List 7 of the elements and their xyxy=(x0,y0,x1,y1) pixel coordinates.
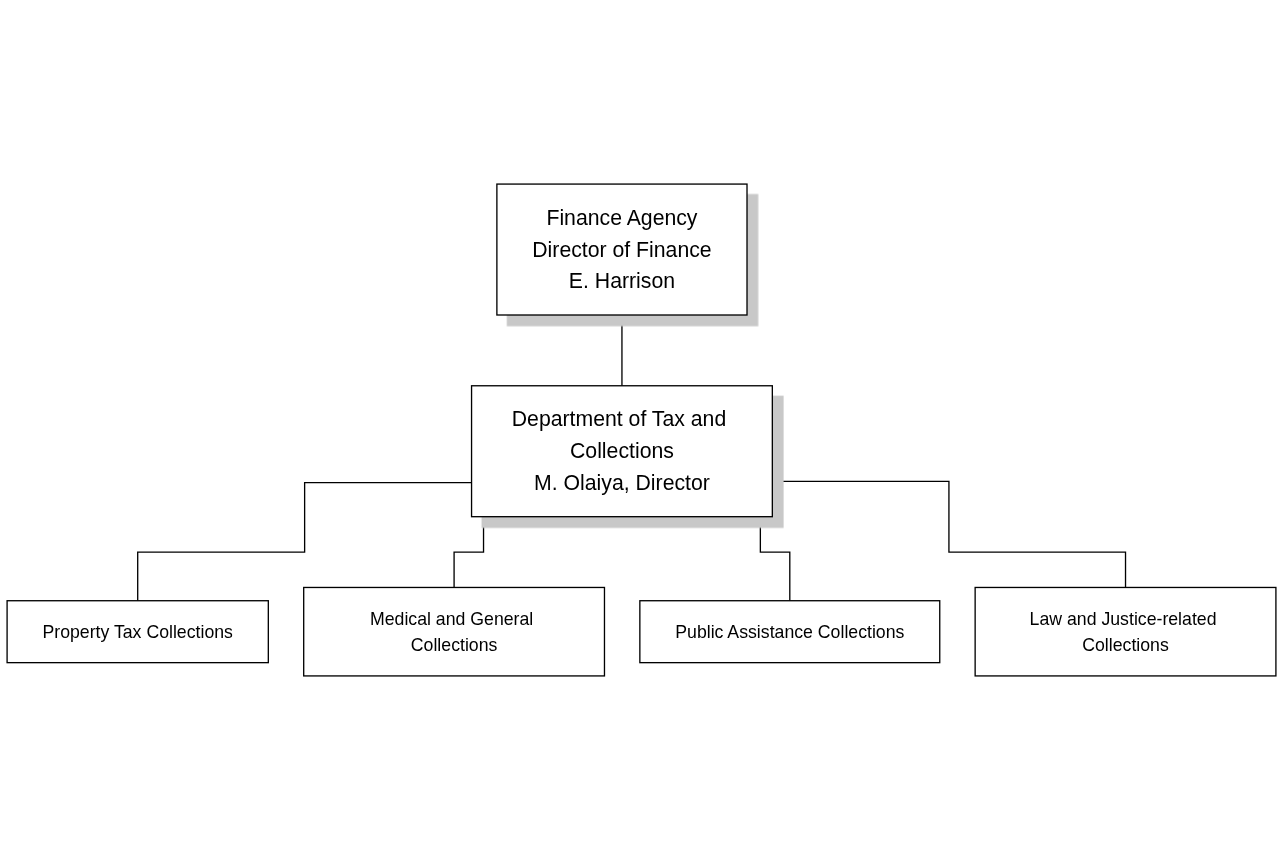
node-box: Finance Agency Director of Finance E. Harrison xyxy=(496,183,748,316)
node-box: Law and Justice-related Collections xyxy=(974,586,1277,677)
node-box: Public Assistance Collections xyxy=(639,600,941,664)
node-box: Property Tax Collections xyxy=(6,600,269,664)
node-box: Department of Tax and Collections M. Olaiya, Director xyxy=(470,385,773,518)
connector xyxy=(621,314,623,387)
node-box: Medical and General Collections xyxy=(303,586,606,677)
